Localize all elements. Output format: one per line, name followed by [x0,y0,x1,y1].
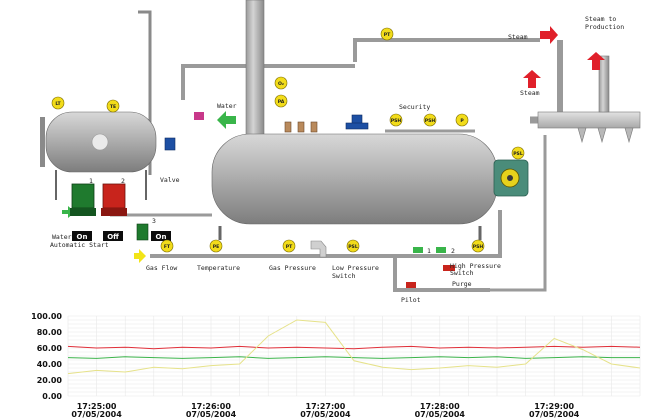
svg-text:PSH: PSH [473,244,484,250]
instrument-psl-low[interactable]: PSL [346,239,360,253]
y-tick-label: 20.00 [37,376,63,385]
svg-text:FT: FT [164,244,171,250]
x-tick-time: 17:26:00 [191,402,231,411]
instrument-lt[interactable]: LT [51,96,65,110]
instrument-ft[interactable]: FT [160,239,174,253]
y-tick-label: 60.00 [37,344,63,353]
gas-train-valves[interactable] [310,240,455,288]
pump-3[interactable] [136,223,149,241]
svg-text:PSH: PSH [425,118,436,124]
instrument-te[interactable]: TE [106,99,120,113]
label-steam-up: Steam [520,89,540,97]
series-line-2 [67,356,640,359]
label-water: Water [217,102,237,110]
pump-3-state-button[interactable]: On [151,231,171,241]
series-line-3 [67,319,641,375]
label-low-pressure-1: Low Pressure [332,264,379,272]
instrument-o2[interactable]: O₂ [274,76,288,90]
pump-1-state-button[interactable]: On [72,231,92,241]
y-tick-label: 80.00 [37,328,63,337]
label-steam-to-production-2: Production [585,23,624,31]
label-steam-to-production-1: Steam to [585,15,616,23]
steam-header [537,55,641,144]
label-pump-1-num: 1 [89,177,93,185]
svg-text:PT: PT [384,32,391,38]
y-tick-label: 0.00 [42,392,62,401]
label-low-pressure-2: Switch [332,272,356,280]
svg-text:PSL: PSL [348,244,358,250]
pump-2-state-label: Off [107,233,119,241]
safety-valves [284,121,318,133]
label-steam: Steam [508,33,528,41]
feed-water-tank [40,111,157,200]
label-valve-2-num: 2 [451,247,455,255]
label-gas-flow: Gas Flow [146,264,177,272]
instrument-psh-1[interactable]: PSH [389,113,403,127]
svg-text:P: P [460,118,464,124]
x-tick-date: 07/05/2004 [529,410,580,419]
instrument-pa[interactable]: PA [274,94,288,108]
svg-text:PA: PA [278,99,285,105]
pump-2-state-button[interactable]: Off [103,231,123,241]
label-pump-2-num: 2 [121,177,125,185]
svg-text:LT: LT [55,101,61,107]
x-tick-date: 07/05/2004 [186,410,237,419]
instrument-pt-gas[interactable]: PT [282,239,296,253]
label-temperature: Temperature [197,264,240,272]
burner [493,159,529,197]
instrument-psl-burner[interactable]: PSL [511,146,525,160]
pump-3-state-label: On [156,233,167,241]
svg-text:PT: PT [286,244,293,250]
trend-chart: 100.0080.0060.0040.0020.000.0017:25:0007… [31,312,641,419]
label-purge: Purge [452,280,472,288]
instrument-psh-high[interactable]: PSH [471,239,485,253]
svg-text:PSH: PSH [391,118,402,124]
svg-text:TE: TE [110,104,116,110]
svg-text:PSL: PSL [513,151,523,157]
label-security: Security [399,103,430,111]
x-tick-date: 07/05/2004 [71,410,122,419]
y-tick-label: 40.00 [37,360,63,369]
label-valve-1-num: 1 [427,247,431,255]
label-water-start-1: Water [52,233,72,241]
instrument-pt-top[interactable]: PT [380,27,394,41]
label-pump-3-num: 3 [152,217,156,225]
control-valves [164,114,369,151]
boiler-vessel [211,133,498,240]
x-tick-time: 17:27:00 [306,402,346,411]
x-tick-time: 17:29:00 [534,402,574,411]
flow-arrows [62,26,605,263]
label-pilot: Pilot [401,296,421,304]
x-tick-date: 07/05/2004 [300,410,351,419]
x-tick-time: 17:28:00 [420,402,460,411]
label-gas-pressure: Gas Pressure [269,264,316,272]
pump-2[interactable] [101,183,127,216]
pump-1-state-label: On [77,233,88,241]
label-high-pressure-1: High Pressure [450,262,501,270]
water-valve-icon[interactable] [194,112,204,120]
svg-text:O₂: O₂ [278,81,284,87]
svg-text:PE: PE [213,244,220,250]
instrument-pe[interactable]: PE [209,239,223,253]
label-valve: Valve [160,176,180,184]
label-high-pressure-2: Switch [450,269,474,277]
pump-1[interactable] [70,183,96,216]
instrument-psh-2[interactable]: PSH [423,113,437,127]
instrument-p[interactable]: P [455,113,469,127]
y-tick-label: 100.00 [31,312,62,321]
label-water-start-2: Automatic Start [50,241,109,249]
x-tick-date: 07/05/2004 [415,410,466,419]
x-tick-time: 17:25:00 [77,402,117,411]
